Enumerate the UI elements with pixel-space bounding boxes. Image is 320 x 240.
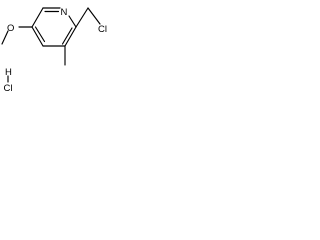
- salt-chlorine-label: Cl: [4, 83, 13, 94]
- ring-bond-c2-c3-inner: [61, 27, 73, 45]
- chlorine-label: Cl: [98, 24, 107, 35]
- methoxy-bond-o-ch3: [1, 30, 9, 45]
- hydrogen-label: H: [5, 67, 12, 78]
- chloromethyl-bond-1: [75, 7, 89, 28]
- nitrogen-label: N: [61, 7, 68, 18]
- ring-bond-c4-c5-outer: [31, 26, 44, 47]
- chemical-structure-diagram: N O Cl H Cl: [1, 7, 107, 94]
- oxygen-label: O: [7, 23, 14, 34]
- substituents: [1, 7, 101, 83]
- ring-bond-n-c2: [68, 15, 77, 28]
- ring-bond-c5-c6: [31, 7, 44, 28]
- ring-bond-c2-c3-outer: [64, 26, 77, 47]
- pyridine-ring: [31, 7, 77, 47]
- ring-bond-c4-c5-inner: [34, 26, 46, 43]
- chloromethyl-bond-2: [87, 7, 101, 25]
